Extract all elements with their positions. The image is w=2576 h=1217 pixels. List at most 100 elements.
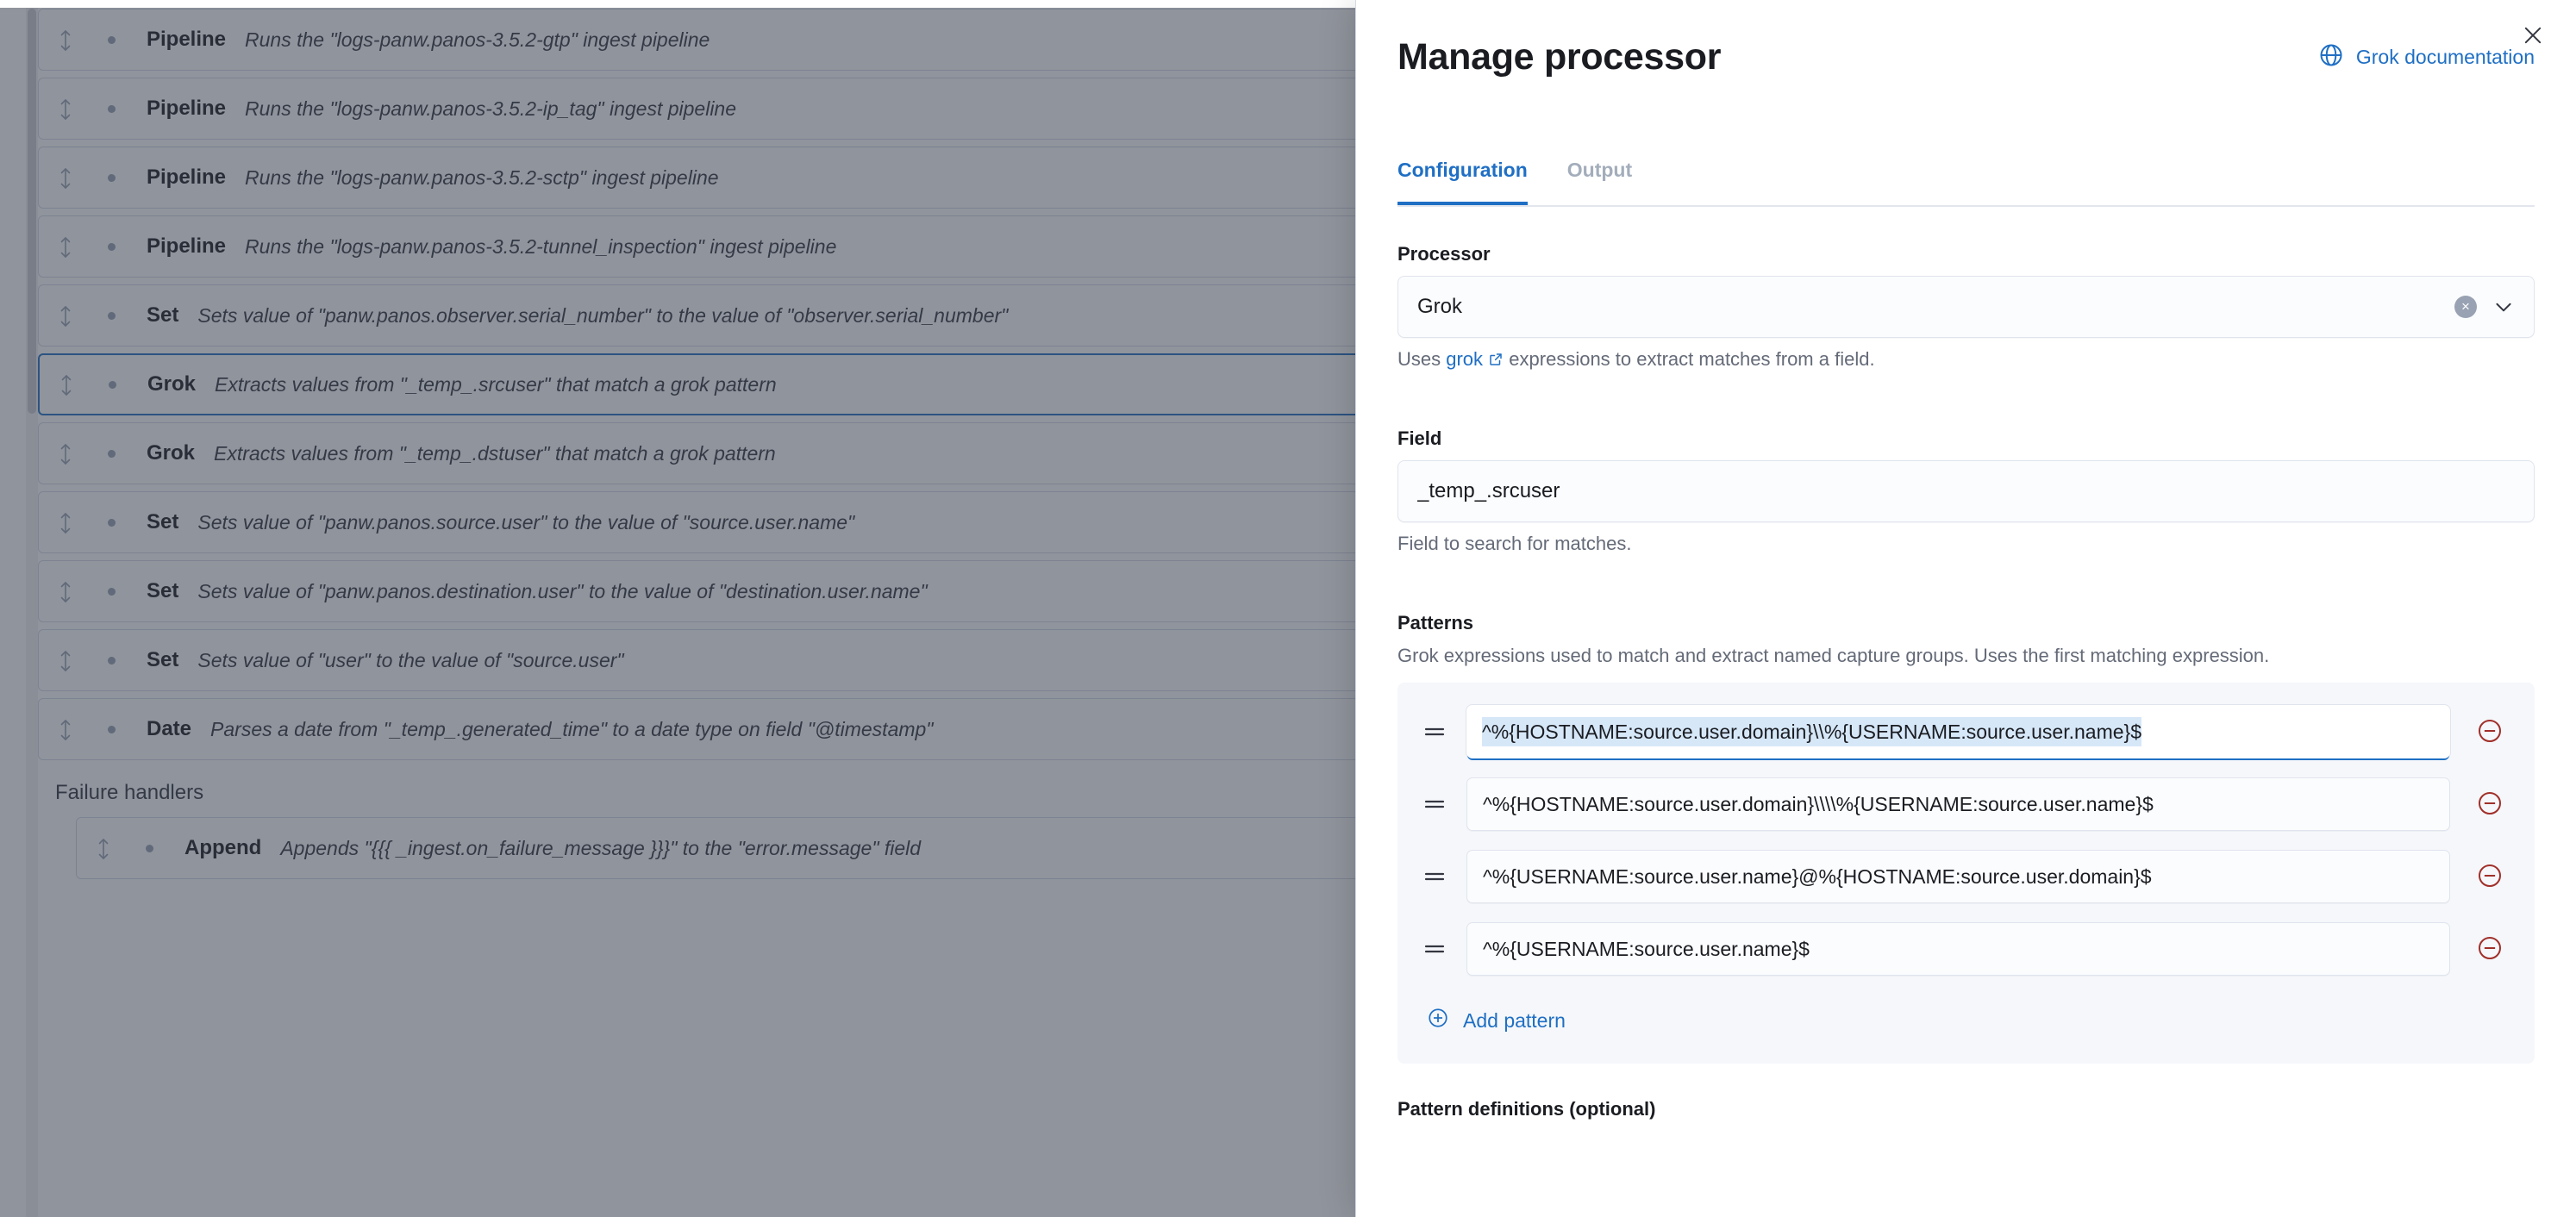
minus-circle-icon xyxy=(2476,717,2504,747)
field-field-group: Field Field to search for matches. xyxy=(1397,428,2535,555)
processor-description: Extracts values from "_temp_.dstuser" th… xyxy=(214,441,776,465)
scrollbar-thumb[interactable] xyxy=(28,9,36,414)
reorder-handle-icon[interactable] xyxy=(94,837,113,859)
pattern-input[interactable] xyxy=(1466,850,2450,903)
reorder-handle-icon[interactable] xyxy=(56,97,75,120)
add-pattern-label: Add pattern xyxy=(1463,1008,1566,1032)
pattern-input-wrapper: ^%{HOSTNAME:source.user.domain}\\%{USERN… xyxy=(1466,705,2450,758)
configuration-form: Processor Grok × Uses grok expressions t… xyxy=(1397,243,2535,1217)
processor-status-dot xyxy=(108,173,116,182)
reorder-handle-icon[interactable] xyxy=(57,373,76,396)
tab-configuration[interactable]: Configuration xyxy=(1397,152,1528,205)
pattern-input[interactable] xyxy=(1466,705,2450,758)
processor-description: Sets value of "panw.panos.observer.seria… xyxy=(197,303,1009,327)
failure-handlers-label: Failure handlers xyxy=(55,781,204,804)
remove-pattern-button[interactable] xyxy=(2471,789,2509,821)
field-label: Field xyxy=(1397,428,1442,449)
processor-status-dot xyxy=(108,242,116,251)
clear-processor-button[interactable]: × xyxy=(2454,296,2477,318)
processor-row[interactable]: Grok Extracts values from "_temp_.srcuser… xyxy=(38,353,1504,415)
remove-pattern-button[interactable] xyxy=(2471,861,2509,893)
grok-inline-link[interactable]: grok xyxy=(1446,348,1484,370)
help-circle-icon xyxy=(2318,42,2344,73)
close-flyout-button[interactable] xyxy=(2514,17,2552,55)
processors-scroll-region[interactable]: Pipeline Runs the "logs-panw.panos-3.5.2-… xyxy=(0,0,1507,1217)
plus-circle-icon xyxy=(1427,1007,1449,1034)
pattern-row: ^%{HOSTNAME:source.user.domain}\\%{USERN… xyxy=(1423,705,2509,758)
add-pattern-button[interactable]: Add pattern xyxy=(1423,995,1566,1038)
grip-handle-icon[interactable] xyxy=(1423,723,1446,740)
processor-help-suffix: expressions to extract matches from a fi… xyxy=(1504,348,1875,370)
processor-row[interactable]: Pipeline Runs the "logs-panw.panos-3.5.2-… xyxy=(38,215,1504,278)
grip-handle-icon[interactable] xyxy=(1423,796,1446,813)
processor-status-dot xyxy=(108,725,116,733)
grip-handle-icon[interactable] xyxy=(1423,940,1446,958)
reorder-handle-icon[interactable] xyxy=(56,304,75,327)
reorder-handle-icon[interactable] xyxy=(56,718,75,740)
pattern-input[interactable] xyxy=(1466,922,2450,976)
pattern-definitions-label: Pattern definitions (optional) xyxy=(1397,1098,1656,1120)
patterns-panel: ^%{HOSTNAME:source.user.domain}\\%{USERN… xyxy=(1397,683,2535,1064)
patterns-help-text: Grok expressions used to match and extra… xyxy=(1397,645,2270,666)
processor-description: Runs the "logs-panw.panos-3.5.2-sctp" in… xyxy=(245,165,719,189)
reorder-handle-icon[interactable] xyxy=(56,235,75,258)
processor-field-group: Processor Grok × Uses grok expressions t… xyxy=(1397,243,2535,371)
processor-label: Processor xyxy=(1397,243,1491,265)
processor-row[interactable]: Date Parses a date from "_temp_.generated… xyxy=(38,698,1504,760)
patterns-group: Patterns Grok expressions used to match … xyxy=(1397,612,2535,1064)
pattern-row xyxy=(1423,777,2509,831)
processor-type-label: Date xyxy=(147,717,192,740)
flyout-header: Manage processor Grok documentation xyxy=(1397,36,2535,78)
processor-status-dot xyxy=(108,656,116,665)
field-input[interactable] xyxy=(1397,460,2535,522)
processor-status-dot xyxy=(109,380,116,389)
reorder-handle-icon[interactable] xyxy=(56,511,75,534)
processor-status-dot xyxy=(108,35,116,44)
processor-type-label: Grok xyxy=(147,372,197,396)
processor-status-dot xyxy=(108,311,116,320)
remove-pattern-button[interactable] xyxy=(2471,933,2509,965)
processor-row[interactable]: Grok Extracts values from "_temp_.dstuser… xyxy=(38,422,1504,484)
processor-description: Extracts values from "_temp_.srcuser" th… xyxy=(215,372,777,396)
processor-description: Runs the "logs-panw.panos-3.5.2-tunnel_i… xyxy=(245,234,837,258)
reorder-handle-icon[interactable] xyxy=(56,649,75,671)
processor-description: Parses a date from "_temp_.generated_tim… xyxy=(210,717,934,740)
reorder-handle-icon[interactable] xyxy=(56,442,75,465)
reorder-handle-icon[interactable] xyxy=(56,166,75,189)
processor-status-dot xyxy=(108,449,116,458)
processor-selected-value: Grok xyxy=(1417,295,1463,318)
pattern-input-wrapper xyxy=(1466,922,2450,976)
processor-type-label: Append xyxy=(184,836,262,859)
manage-processor-flyout: Manage processor Grok documentation Conf… xyxy=(1355,0,2576,1217)
processor-description: Sets value of "user" to the value of "so… xyxy=(197,648,624,671)
processor-select[interactable]: Grok × xyxy=(1397,276,2535,338)
grok-documentation-label: Grok documentation xyxy=(2355,46,2535,68)
processor-description: Runs the "logs-panw.panos-3.5.2-ip_tag" … xyxy=(245,97,737,120)
reorder-handle-icon[interactable] xyxy=(56,580,75,602)
processor-row[interactable]: Set Sets value of "user" to the value of … xyxy=(38,629,1504,691)
grip-handle-icon[interactable] xyxy=(1423,868,1446,885)
processor-status-dot xyxy=(108,104,116,113)
tab-output[interactable]: Output xyxy=(1567,152,1632,205)
reorder-handle-icon[interactable] xyxy=(56,28,75,51)
external-link-icon xyxy=(1483,348,1504,370)
remove-pattern-button[interactable] xyxy=(2471,716,2509,748)
pattern-input[interactable] xyxy=(1466,777,2450,831)
patterns-label: Patterns xyxy=(1397,612,1474,633)
processor-help-text: Uses grok expressions to extract matches… xyxy=(1397,348,2535,371)
grok-documentation-link[interactable]: Grok documentation xyxy=(2318,42,2535,73)
processor-type-label: Pipeline xyxy=(147,234,227,258)
pattern-row xyxy=(1423,922,2509,976)
processor-type-label: Grok xyxy=(147,441,196,465)
processor-type-label: Set xyxy=(147,648,179,671)
processor-type-label: Set xyxy=(147,510,179,534)
page-title: Manage processor xyxy=(1397,36,1722,78)
chevron-down-icon[interactable] xyxy=(2492,296,2515,318)
